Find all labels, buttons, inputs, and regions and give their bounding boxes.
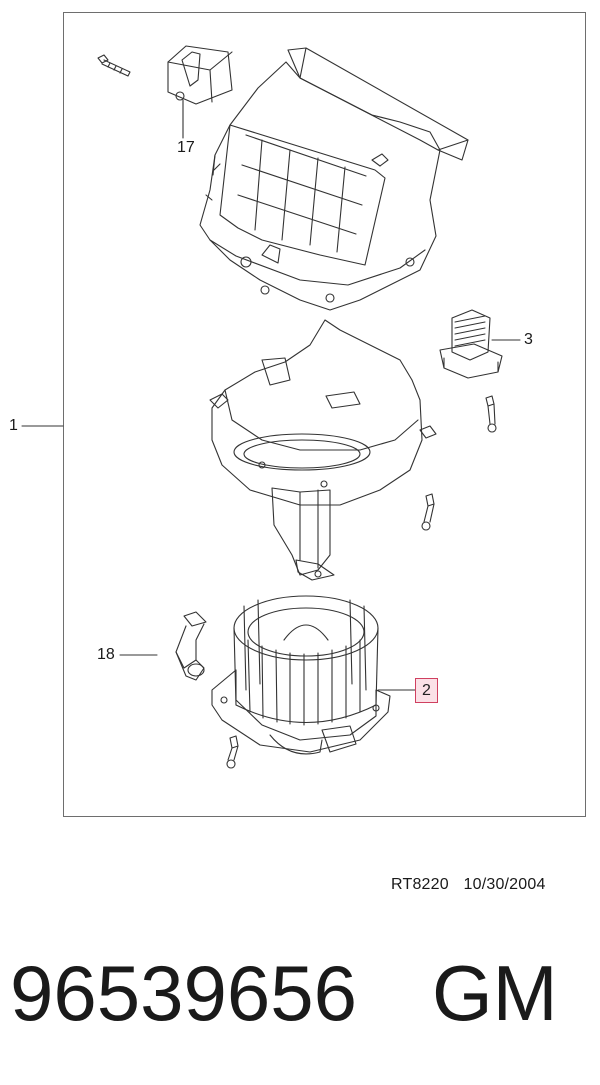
blower-upper-housing [199,47,469,311]
actuator-part-17 [97,45,233,105]
brand-name: GM [432,949,558,1037]
callout-3: 3 [524,331,533,348]
part-number: 96539656 [10,949,358,1037]
blower-motor-part-2 [211,595,391,769]
callout-1: 1 [9,417,18,434]
resistor-part-3 [439,309,503,433]
blower-scroll-case [209,319,437,581]
callout-2-highlighted[interactable]: 2 [415,678,438,703]
callout-18: 18 [97,646,115,663]
callout-17: 17 [177,139,195,156]
hose-part-18 [175,611,207,681]
reference-line: RT8220 10/30/2004 [391,876,546,894]
reference-date: 10/30/2004 [463,876,546,893]
reference-code: RT8220 [391,876,449,893]
diagram-frame [63,12,586,817]
